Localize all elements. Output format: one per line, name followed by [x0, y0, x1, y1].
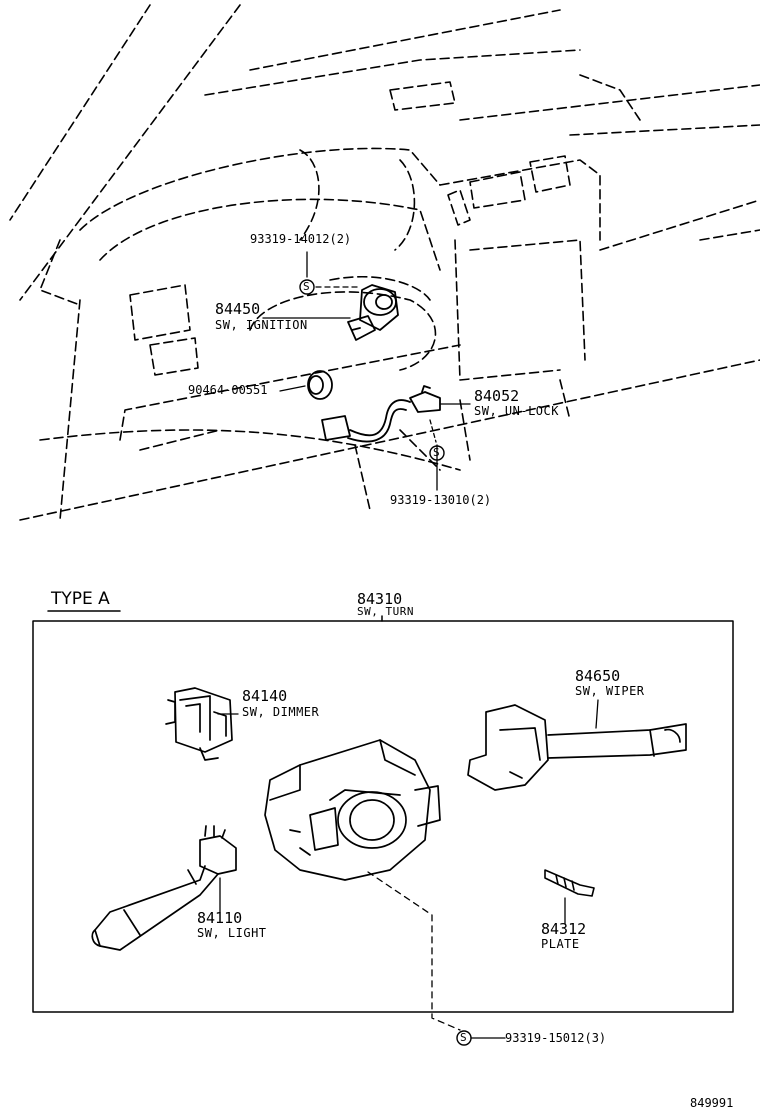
diagram-id: 849991 — [690, 1096, 734, 1110]
turn-switch-body-part — [264, 739, 441, 881]
s-mark-circles-upper — [299, 279, 445, 461]
callout-bolt-top-part-no: 93319-14012(2) — [250, 232, 352, 246]
callout-unlock-name: SW, UN-LOCK — [474, 404, 559, 418]
type-a-frame — [32, 610, 734, 1013]
callout-ignition-part-no: 84450 — [215, 300, 261, 318]
wiper-switch-part — [467, 704, 687, 791]
callout-plate-part-no: 84312 — [541, 920, 587, 938]
s-circle-icon — [456, 1030, 472, 1046]
callout-bolt-part-no: 93319-15012(3) — [505, 1031, 607, 1045]
callout-light-name: SW, LIGHT — [197, 926, 267, 940]
s-mark: S — [303, 280, 310, 293]
ignition-switch-part — [347, 284, 399, 341]
dimmer-switch-part — [165, 687, 233, 761]
s-mark: S — [433, 446, 440, 459]
turn-switch-part-no: 84310 — [357, 590, 403, 608]
callout-dimmer-part-no: 84140 — [242, 687, 288, 705]
callout-wiper-name: SW, WIPER — [575, 684, 645, 698]
callout-ignition-name: SW, IGNITION — [215, 318, 308, 332]
light-switch-part — [91, 825, 237, 951]
callout-dimmer-name: SW, DIMMER — [242, 705, 320, 719]
plate-part — [544, 869, 595, 897]
callout-light-part-no: 84110 — [197, 909, 243, 927]
callout-unlock-part-no: 84052 — [474, 387, 520, 405]
lower-leader-lines — [217, 699, 599, 1039]
grommet-part — [307, 370, 333, 400]
s-circle-icon — [299, 279, 315, 295]
upper-leader-lines — [262, 251, 471, 491]
s-mark-circles-lower — [456, 1030, 472, 1046]
callout-wiper-part-no: 84650 — [575, 667, 621, 685]
s-circle-icon — [429, 445, 445, 461]
type-a-label: TYPE A — [51, 589, 110, 609]
s-mark: S — [460, 1031, 467, 1044]
turn-switch-name: SW, TURN — [357, 605, 414, 618]
callout-plate-name: PLATE — [541, 937, 580, 951]
dashboard-outline — [9, 4, 760, 521]
callout-grommet-part-no: 90464-00551 — [188, 383, 268, 397]
callout-bolt-bottom-part-no: 93319-13010(2) — [390, 493, 492, 507]
